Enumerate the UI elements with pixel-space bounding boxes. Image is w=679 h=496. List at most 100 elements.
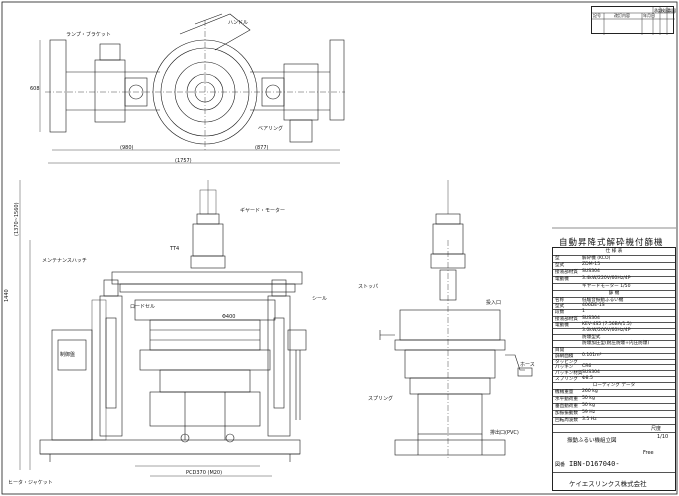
spec-label: 名称 xyxy=(555,298,565,303)
spec-row: 防爆加圧型(耐圧防爆+内圧防爆) xyxy=(553,340,675,348)
spec-label: 段数 xyxy=(555,310,565,316)
spec-label: 型式 xyxy=(555,263,565,268)
spec-row: 機械重量 260 kg xyxy=(553,389,675,397)
spec-label: 水平動荷重 xyxy=(555,397,578,402)
spec-value: 1 xyxy=(582,309,585,315)
spec-label: 電動機 xyxy=(555,322,569,328)
spec-label: パッキン xyxy=(555,365,574,371)
spec-row: 垂直動荷重 50 kg xyxy=(553,403,675,411)
spec-header: 仕 様 表 xyxy=(553,248,675,256)
label-spring: スプリング xyxy=(368,396,394,402)
rev-col-mark: 記号 xyxy=(593,13,601,18)
scale-label: 尺度 xyxy=(651,426,662,432)
scale-value: 1/10 xyxy=(657,434,669,440)
label-maintenance-hatch: メンテナンスハッチ xyxy=(42,258,87,264)
dim-top-height: (1370~1560) xyxy=(14,202,20,236)
spec-row: 加振振動数 59 Hz xyxy=(553,410,675,418)
spec-row: 電動機 KEV-4S5 (7.56BA/1.5) xyxy=(553,322,675,329)
spec-value: ギヤードモーター 1/50 xyxy=(582,284,631,289)
spec-value: 防爆加圧型(耐圧防爆+内圧防爆) xyxy=(582,341,650,347)
spec-row: 接液部材質 SUS304 xyxy=(553,316,675,323)
spec-row: 名称 低騒音振動ふるい機 xyxy=(553,297,675,305)
loading-header: ローディング データ xyxy=(553,382,675,390)
spec-value: 406DE-1S xyxy=(582,303,605,309)
drawing-number: IBN-D167040- xyxy=(569,460,620,468)
spec-label: 型 xyxy=(555,256,560,261)
spec-label: 目開 xyxy=(555,348,565,353)
dim-608: 608 xyxy=(30,86,40,92)
spec-row: 防爆型式 xyxy=(553,334,675,342)
spec-value: 低騒音振動ふるい機 xyxy=(582,298,624,303)
spec-row: スプリング Φ8.5 xyxy=(553,376,675,383)
spec-value: 50 kg xyxy=(582,403,595,408)
spec-value: KEV-4S5 (7.56BA/1.5) xyxy=(582,321,632,327)
spec-value: SUS304 xyxy=(582,370,600,376)
spec-value: 3.0kW/200V/60Hz/4P xyxy=(582,328,631,333)
label-tt4: TT4 xyxy=(170,246,180,252)
drawing-title: 自動昇降式解砕機付篩機 xyxy=(559,238,664,248)
spec-label: 電動機 xyxy=(555,277,569,282)
label-inlet: 投入口 xyxy=(486,300,502,306)
spec-value: 防爆型式 xyxy=(582,335,601,341)
dim-877: (877) xyxy=(255,145,269,151)
label-lamp-bracket: ランプ・ブラケット xyxy=(66,32,111,38)
spec-label: 接液部材質 xyxy=(555,316,578,322)
rev-col-check: 検図 xyxy=(661,8,669,13)
spec-label: 垂直動荷重 xyxy=(555,404,578,409)
spec-value: 3.4kW/220V/60Hz/4P xyxy=(582,276,631,281)
dim-980: (980) xyxy=(120,145,134,151)
spec-label: 機械重量 xyxy=(555,390,574,395)
spec-row: パッキン CR6 xyxy=(553,364,675,372)
spec-row: 型式 ZDM-15 xyxy=(553,262,675,270)
spec-row: 目開 xyxy=(553,347,675,354)
spec-label: 加振振動数 xyxy=(555,411,578,416)
spec-row: 接液部材質 SUS304 xyxy=(553,269,675,277)
rev-col-draw: 製図 xyxy=(668,8,676,13)
rev-col-date: 年月日 xyxy=(643,13,655,18)
company-name: ケイエスリンクス株式会社 xyxy=(569,480,647,488)
spec-row: タッピング xyxy=(553,359,675,366)
dim-1440: 1440 xyxy=(4,289,10,302)
label-geared-motor: ギヤード・モーター xyxy=(240,208,286,214)
label-seal: シール xyxy=(312,296,328,302)
drawing-no-label: 図番 xyxy=(555,462,566,468)
label-handle: ハンドル xyxy=(228,20,249,26)
material-value: Free xyxy=(643,450,654,456)
label-load-cell: ロードセル xyxy=(130,304,156,310)
front-view xyxy=(19,180,307,477)
spec-value: Φ8.5 xyxy=(582,376,593,381)
spec-label: パッキン材質 xyxy=(555,371,583,377)
dim-1757: (1757) xyxy=(175,158,192,164)
side-view xyxy=(379,180,533,460)
label-control-panel: 制御盤 xyxy=(60,352,76,358)
spec-header-sieve: 篩 機 xyxy=(553,290,675,298)
label-pcd: PCD370 (M20) xyxy=(186,470,223,476)
label-hose: ホース xyxy=(520,362,535,368)
label-bearing: ベアリング xyxy=(258,126,284,132)
spec-label: スプリング xyxy=(555,377,578,382)
spec-value: SUS304 xyxy=(582,269,600,274)
spec-value: ZDM-15 xyxy=(582,262,601,267)
drawing-name: 振動ふるい機組立図 xyxy=(567,438,617,444)
spec-value: 0.101m² xyxy=(582,352,602,358)
label-heater-jacket: ヒータ・ジャケット xyxy=(8,480,53,486)
label-stopper: ストッパ xyxy=(358,284,379,290)
spec-row: 電動機 3.4kW/220V/60Hz/4P xyxy=(553,276,675,284)
revision-table: 記号 改訂内容 年月日 承認 検図 製図 xyxy=(591,6,676,35)
spec-value: SUS304 xyxy=(582,315,600,321)
spec-table: 仕 様 表 型 解砕機 (KCO) 型式 ZDM-15 接液部材質 SUS304 電動機 3.… xyxy=(552,247,676,491)
spec-label: 接液部材質 xyxy=(555,270,578,275)
spec-value: 59 Hz xyxy=(582,410,596,415)
label-outlet: 排出口(PVC) xyxy=(490,430,519,436)
rev-col-approve: 承認 xyxy=(654,8,662,13)
spec-value: CR6 xyxy=(582,364,592,370)
spec-value: 260 kg xyxy=(582,389,598,394)
label-phi400: Φ400 xyxy=(222,314,236,320)
spec-value: 解砕機 (KCO) xyxy=(582,256,611,261)
spec-row: 段数 1 xyxy=(553,309,675,317)
